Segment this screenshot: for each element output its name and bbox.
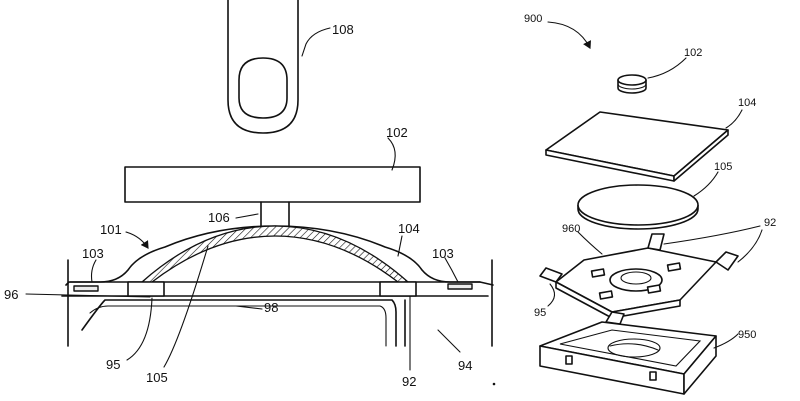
label-adhesive-left: 103 bbox=[82, 246, 104, 261]
label-exploded-contacts: 92 bbox=[764, 217, 776, 229]
label-finger: 108 bbox=[332, 22, 354, 37]
contact-pad-left bbox=[127, 281, 165, 297]
label-exploded-contact-left: 95 bbox=[534, 307, 546, 319]
label-adhesive-right: 103 bbox=[432, 246, 454, 261]
label-exploded-base: 950 bbox=[738, 329, 756, 341]
label-contact-right: 92 bbox=[402, 374, 416, 389]
exploded-membrane bbox=[545, 111, 729, 182]
label-exploded-dome: 105 bbox=[714, 161, 732, 173]
contact-pad-right bbox=[379, 281, 417, 297]
exploded-base bbox=[539, 321, 717, 395]
label-exploded-membrane: 104 bbox=[738, 97, 756, 109]
label-housing: 94 bbox=[458, 358, 472, 373]
label-plunger: 106 bbox=[208, 210, 230, 225]
exploded-view-figure: 900 102 104 105 bbox=[524, 13, 776, 395]
exploded-button-cap bbox=[617, 74, 647, 94]
plunger bbox=[260, 201, 290, 227]
button-cap bbox=[124, 166, 421, 203]
exploded-dome bbox=[577, 184, 699, 230]
label-button-cap: 102 bbox=[386, 125, 408, 140]
assembly-arrow bbox=[547, 21, 591, 49]
label-exploded-button-cap: 102 bbox=[684, 47, 702, 59]
adhesive-right bbox=[447, 283, 473, 290]
leader-lines-left bbox=[25, 27, 461, 371]
dome bbox=[140, 225, 410, 283]
adhesive-left bbox=[73, 285, 99, 292]
label-surface: 96 bbox=[4, 287, 18, 302]
label-dome: 105 bbox=[146, 370, 168, 385]
exploded-bracket bbox=[539, 233, 739, 325]
finger bbox=[227, 0, 299, 134]
label-exploded-bracket: 960 bbox=[562, 223, 580, 235]
label-contact-left: 95 bbox=[106, 357, 120, 372]
stray-dot bbox=[492, 382, 496, 386]
label-circuit: 98 bbox=[264, 300, 278, 315]
cross-section-figure: 108 102 101 106 104 103 103 96 98 95 105… bbox=[4, 0, 496, 389]
label-membrane: 104 bbox=[398, 221, 420, 236]
label-assembly: 101 bbox=[100, 222, 122, 237]
label-exploded-assembly: 900 bbox=[524, 13, 542, 25]
